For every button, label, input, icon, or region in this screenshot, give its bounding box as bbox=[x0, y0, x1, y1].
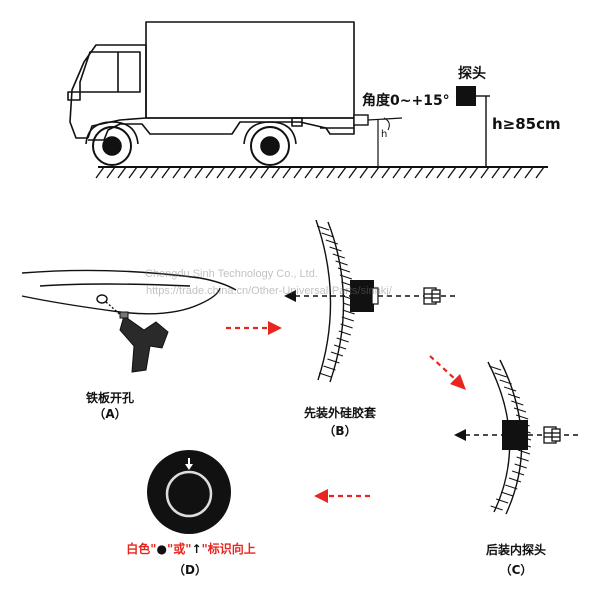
up-arrow-icon: ↑ bbox=[191, 542, 202, 556]
probe-target bbox=[456, 86, 490, 167]
flow-arrow-c-to-d bbox=[314, 489, 370, 503]
dot-mark-icon: ● bbox=[156, 542, 167, 556]
step-a-letter: （A） bbox=[93, 407, 127, 421]
angle-label: 角度0~+15° bbox=[362, 93, 450, 109]
ground bbox=[95, 166, 548, 179]
step-c-illustration bbox=[454, 359, 578, 515]
step-a-title: 铁板开孔 bbox=[85, 391, 134, 405]
height-label: h≥85cm bbox=[492, 115, 561, 133]
watermark-line1: Chengdu Sinh Technology Co., Ltd. bbox=[145, 268, 318, 280]
mounted-sensor bbox=[353, 114, 403, 167]
probe-icon bbox=[543, 426, 561, 444]
cargo-box bbox=[145, 21, 355, 119]
step-b-illustration bbox=[284, 219, 458, 383]
truck-cab bbox=[69, 44, 147, 139]
h-mark: h bbox=[381, 129, 388, 140]
flow-arrow-b-to-c bbox=[429, 355, 466, 390]
rear-wheel bbox=[250, 126, 290, 166]
front-wheel bbox=[92, 126, 132, 166]
step-b-letter: （B） bbox=[323, 424, 357, 438]
step-c-letter: （C） bbox=[499, 563, 533, 577]
step-d-letter: （D） bbox=[173, 563, 207, 577]
step-c-title: 后装内探头 bbox=[485, 543, 546, 557]
drilled-hole bbox=[96, 294, 108, 304]
watermark-line2: https://trade.china.cn/Other-Universal-P… bbox=[146, 285, 392, 297]
probe-icon bbox=[423, 287, 441, 305]
truck-illustration bbox=[67, 21, 355, 166]
step-d-title-part5: "标识向上 bbox=[201, 542, 256, 556]
step-d-title: 白色"●"或"↑"标识向上 bbox=[116, 540, 266, 557]
flow-arrow-a-to-b bbox=[226, 321, 282, 335]
drill-icon bbox=[119, 311, 169, 373]
step-b-title: 先装外硅胶套 bbox=[303, 406, 376, 420]
step-a-illustration bbox=[21, 269, 237, 373]
probe-label: 探头 bbox=[458, 66, 486, 82]
step-d-illustration bbox=[147, 450, 231, 534]
step-d-title-part3: "或" bbox=[166, 542, 192, 556]
step-d-title-part1: 白色" bbox=[126, 542, 157, 556]
